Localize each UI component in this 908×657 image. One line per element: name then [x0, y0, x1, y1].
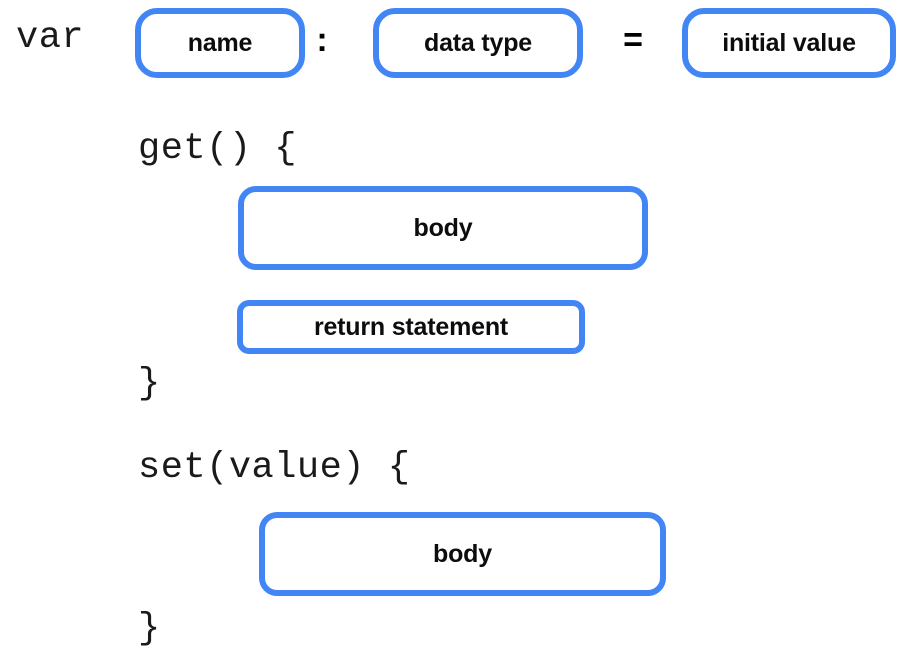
slot-initial-value-label: initial value: [722, 28, 856, 57]
equals-separator: =: [623, 21, 643, 59]
setter-footer: }: [138, 608, 161, 650]
setter-header: set(value) {: [138, 447, 411, 489]
slot-name-label: name: [187, 28, 253, 57]
slot-setter-body-label: body: [433, 539, 492, 568]
slot-getter-body[interactable]: body: [238, 186, 648, 270]
slot-data-type[interactable]: data type: [373, 8, 583, 78]
getter-footer: }: [138, 363, 161, 405]
keyword-var: var: [16, 17, 85, 59]
slot-data-type-label: data type: [424, 28, 532, 57]
slot-setter-body[interactable]: body: [259, 512, 666, 596]
colon-separator: :: [316, 21, 328, 59]
slot-getter-body-label: body: [413, 213, 473, 242]
slot-name[interactable]: name: [135, 8, 305, 78]
slot-initial-value[interactable]: initial value: [682, 8, 896, 78]
slot-return-statement-label: return statement: [313, 312, 509, 341]
getter-header: get() {: [138, 128, 297, 170]
slot-return-statement[interactable]: return statement: [237, 300, 585, 354]
